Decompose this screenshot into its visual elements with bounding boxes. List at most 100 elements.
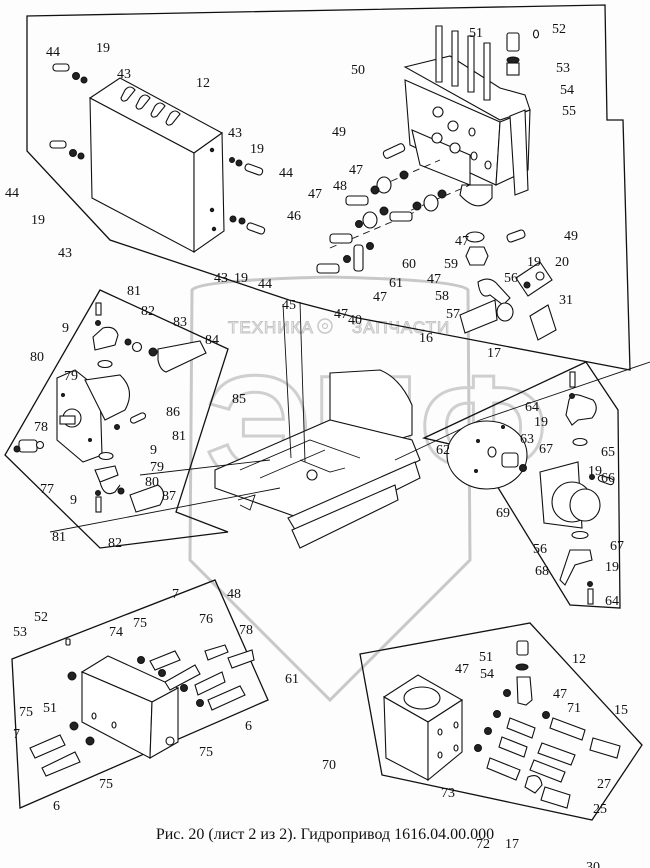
part-callout-56: 56 [533,542,547,557]
part-callout-81: 81 [127,284,141,299]
part-callout-47: 47 [373,290,387,305]
part-callout-7: 7 [172,587,179,602]
watermark-shield [188,275,472,703]
part-callout-80: 80 [145,475,159,490]
part-callout-31: 31 [559,293,573,308]
part-callout-43: 43 [214,271,228,286]
elbow-80-bottom [94,465,121,495]
part-callout-15: 15 [614,703,628,718]
part-callout-87: 87 [162,489,176,504]
part-callout-52: 52 [34,610,48,625]
part-callout-81: 81 [172,429,186,444]
part-callout-43: 43 [117,67,131,82]
watermark-right-text: ЗАПЧАСТИ [352,318,450,337]
part-callout-82: 82 [108,536,122,551]
part-callout-44: 44 [5,186,19,201]
part-callout-57: 57 [446,307,460,322]
part-callout-19: 19 [527,255,541,270]
part-callout-9: 9 [150,443,157,458]
hydraulic-frame [49,301,650,549]
part-callout-47: 47 [349,163,363,178]
valve-50 [403,25,531,207]
part-callout-61: 61 [389,276,403,291]
group-outline [26,4,631,371]
elbow-80-top [92,302,119,351]
part-callout-75: 75 [99,777,113,792]
part-callout-6: 6 [245,719,252,734]
part-callout-7: 7 [13,727,20,742]
part-callout-78: 78 [34,420,48,435]
part-callout-77: 77 [40,482,54,497]
part-callout-43: 43 [58,246,72,261]
part-callout-86: 86 [166,405,180,420]
part-callout-61: 61 [285,672,299,687]
part-callout-48: 48 [227,587,241,602]
part-callout-27: 27 [597,777,611,792]
part-callout-16: 16 [419,331,433,346]
figure-caption: Рис. 20 (лист 2 из 2). Гидропривод 1616.… [155,826,495,843]
part-callout-79: 79 [64,369,78,384]
part-callout-58: 58 [435,289,449,304]
elbow-65 [565,394,597,426]
part-callout-17: 17 [505,837,519,852]
block-74-group [11,579,269,809]
part-callout-19: 19 [96,41,110,56]
part-callout-54: 54 [560,83,574,98]
control-valve-group [26,4,631,371]
part-callout-30: 30 [586,860,600,868]
part-callout-12: 12 [572,652,586,667]
part-callout-80: 80 [30,350,44,365]
part-callout-47: 47 [334,307,348,322]
part-callout-52: 52 [552,22,566,37]
part-callout-73: 73 [441,786,455,801]
part-callout-53: 53 [13,625,27,640]
part-callout-85: 85 [232,392,246,407]
part-callout-47: 47 [308,187,322,202]
part-callout-75: 75 [19,705,33,720]
part-callout-19: 19 [588,464,602,479]
part-callout-25: 25 [593,802,607,817]
part-callout-20: 20 [555,255,569,270]
part-callout-67: 67 [610,539,624,554]
part-callout-75: 75 [199,745,213,760]
part-callout-71: 71 [567,701,581,716]
elbow-68 [559,549,593,586]
pump-86 [56,369,131,463]
part-callout-60: 60 [402,257,416,272]
fittings-cluster [316,143,557,341]
part-callout-49: 49 [564,229,578,244]
group-outline [4,289,229,549]
part-callout-70: 70 [322,758,336,773]
part-callout-9: 9 [62,321,69,336]
part-callout-9: 9 [70,493,77,508]
pump-left-group [4,289,229,549]
part-callout-49: 49 [332,125,346,140]
part-callout-78: 78 [239,623,253,638]
part-callout-68: 68 [535,564,549,579]
block-70 [382,674,464,782]
part-callout-53: 53 [556,61,570,76]
part-callout-66: 66 [601,471,615,486]
part-callout-19: 19 [534,415,548,430]
part-callout-47: 47 [427,272,441,287]
part-callout-79: 79 [150,460,164,475]
part-callout-65: 65 [601,445,615,460]
part-callout-50: 50 [351,63,365,78]
part-callout-55: 55 [562,104,576,119]
part-callout-48: 48 [333,179,347,194]
group-outline [11,579,269,809]
part-callout-63: 63 [520,432,534,447]
gear-icon [317,318,333,334]
part-callout-64: 64 [605,594,619,609]
part-callout-51: 51 [479,650,493,665]
part-callout-59: 59 [444,257,458,272]
part-callout-19: 19 [234,271,248,286]
part-callout-19: 19 [31,213,45,228]
part-callout-6: 6 [53,799,60,814]
